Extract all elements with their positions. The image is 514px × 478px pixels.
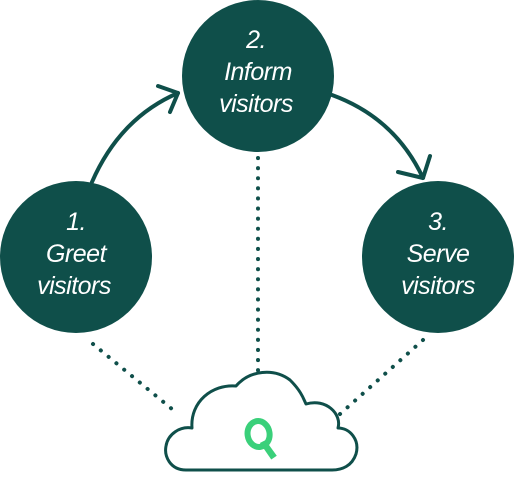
step-circles <box>0 0 514 333</box>
step-1-line2: visitors <box>37 272 111 300</box>
dotted-connectors <box>91 156 425 416</box>
step-2-circle <box>182 0 334 152</box>
step-2-line1: Inform <box>224 58 292 86</box>
step-3-line2: visitors <box>401 272 475 300</box>
connector-step3-cloud <box>338 338 425 416</box>
arrow-step2-to-step3 <box>330 93 425 180</box>
step-1-number: 1. <box>66 208 86 236</box>
q-logo-icon: Q <box>244 418 277 460</box>
step-1-circle <box>0 181 152 333</box>
arrow-step2-to-step3-head <box>396 154 432 180</box>
connector-step1-cloud <box>91 342 180 416</box>
step-3-line1: Serve <box>407 240 470 268</box>
cycle-arrows <box>90 84 432 184</box>
step-2-number: 2. <box>245 26 266 54</box>
step-3-number: 3. <box>428 208 448 236</box>
step-1-line1: Greet <box>46 240 108 268</box>
arrow-step1-to-step2-head <box>156 84 180 114</box>
arrow-step1-to-step2 <box>90 91 180 184</box>
step-2-line2: visitors <box>219 90 293 118</box>
step-3-circle <box>362 181 514 333</box>
